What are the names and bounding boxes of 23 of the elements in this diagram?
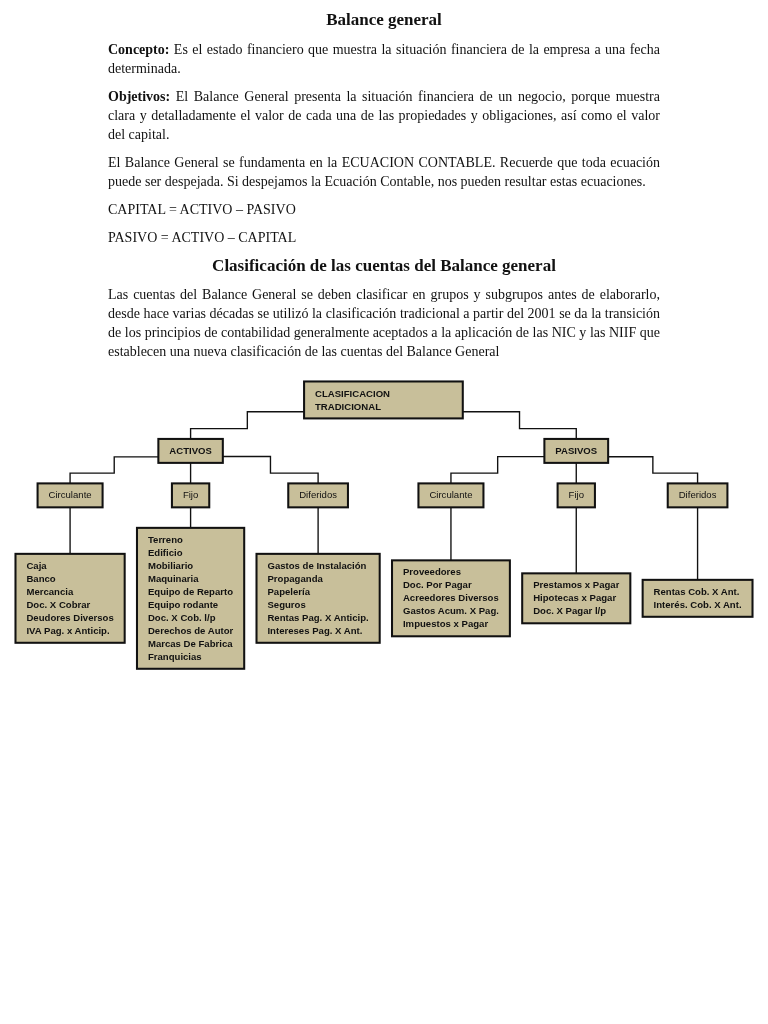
paragraph: Las cuentas del Balance General se deben clasificar en grupos y subgrupos antes de elaborarlo, desde hace varias décadas se utilizó la clasificación tradicional a partir del 2001 se da la transición de los principios de contabilidad generalmente aceptados a la aplicación de las NIC y las NIIF que establecen una nueva clasificación de las cuentas del Balance General — [108, 286, 660, 361]
paragraph: El Balance General se fundamenta en la ECUACION CONTABLE. Recuerde que toda ecuación puede ser despejada. Si despejamos la Ecuación Contable, nos pueden resultar estas ecuaciones. — [108, 154, 660, 191]
node-box: CLASIFICACION TRADICIONAL — [303, 380, 464, 420]
paragraph: Concepto: Es el estado financiero que muestra la situación financiera de la empresa a una fecha determinada. — [108, 41, 660, 78]
section-heading: Clasificación de las cuentas del Balance general — [211, 256, 557, 275]
node-box: PASIVOS — [543, 437, 610, 464]
paragraph: PASIVO = ACTIVO – CAPITAL — [108, 229, 298, 247]
paragraph: Objetivos: El Balance General presenta la situación financiera de un negocio, porque muestra clara y detalladamente el valor de cada una de las propiedades y obligaciones, así como el valor del capital. — [108, 88, 660, 144]
page-title: Balance general — [325, 10, 443, 30]
node-box: Caja Banco Mercancia Doc. X Cobrar Deudores Diversos IVA Pag. x Anticip. — [14, 552, 126, 644]
node-box: Proveedores Doc. Por Pagar Acreedores Diversos Gastos Acum. X Pag. Impuestos x Pagar — [391, 559, 511, 638]
node-box: Prestamos x Pagar Hipotecas x Pagar Doc. X Pagar l/p — [521, 572, 632, 625]
node-box: Gastos de Instalación Propaganda Papelería Seguros Rentas Pag. X Anticip. Intereses Pag. X Ant. — [255, 552, 381, 644]
node-box: Fijo — [170, 482, 211, 509]
node-box: Terreno Edificio Mobiliario Maquinaria Equipo de Reparto Equipo rodante Doc. X Cob. l/p Derechos de Autor Marcas De Fabrica Franquicias — [135, 526, 246, 670]
node-box: Circulante — [417, 482, 485, 509]
node-box: Diferidos — [287, 482, 349, 509]
node-box: Rentas Cob. X Ant. Interés. Cob. X Ant. — [641, 578, 754, 618]
node-box: Diferidos — [666, 482, 729, 509]
paragraph: CAPITAL = ACTIVO – PASIVO — [108, 201, 297, 219]
node-box: Fijo — [556, 482, 596, 509]
node-box: Circulante — [36, 482, 104, 509]
node-box: ACTIVOS — [157, 437, 224, 464]
